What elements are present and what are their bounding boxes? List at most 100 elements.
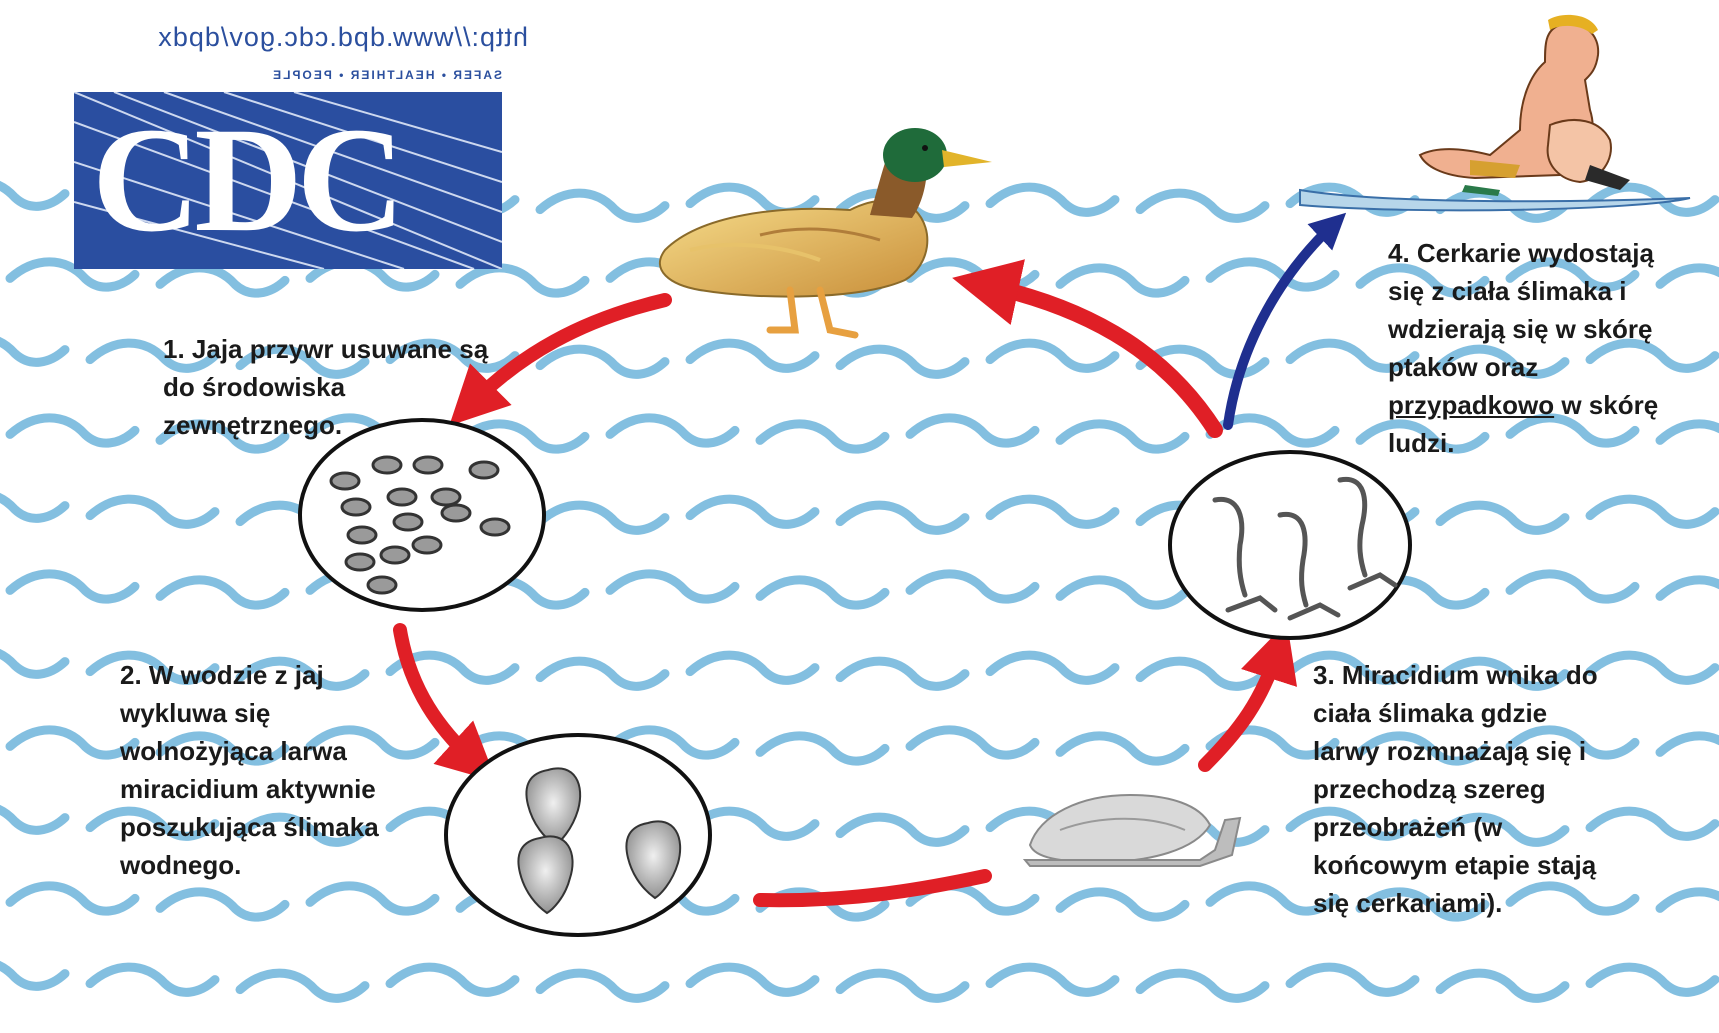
step-2-line: 2. W wodzie z jaj: [120, 656, 379, 694]
wave-stroke: [1440, 505, 1565, 530]
wave-stroke: [1060, 424, 1185, 449]
wave-stroke: [990, 967, 1115, 992]
wave-stroke: [540, 505, 665, 530]
step-1-label: 1. Jaja przywr usuwane są do środowiska …: [163, 330, 488, 444]
wave-stroke: [690, 499, 815, 524]
egg-icon: [470, 462, 498, 478]
wave-stroke: [990, 343, 1115, 368]
step-4-line: ludzi.: [1388, 424, 1658, 462]
egg-icon: [373, 457, 401, 473]
wave-stroke: [910, 730, 1035, 755]
wave-stroke: [10, 886, 135, 911]
egg-icon: [342, 499, 370, 515]
wave-stroke: [1140, 193, 1265, 218]
wave-stroke: [90, 499, 215, 524]
wave-stroke: [610, 418, 735, 443]
wave-stroke: [1590, 967, 1715, 992]
arrow-cercariae-to-humans: [1228, 225, 1333, 425]
wave-stroke: [0, 493, 65, 518]
cercariae-circle: [1170, 452, 1410, 638]
wave-stroke: [0, 805, 65, 830]
wave-stroke: [540, 349, 665, 374]
wave-stroke: [460, 268, 585, 293]
egg-icon: [414, 457, 442, 473]
wave-stroke: [10, 574, 135, 599]
wave-stroke: [90, 967, 215, 992]
step-2-line: wolnożyjąca larwa: [120, 732, 379, 770]
wave-stroke: [10, 730, 135, 755]
step-2-line: wodnego.: [120, 846, 379, 884]
egg-icon: [346, 554, 374, 570]
wave-stroke: [0, 181, 65, 206]
egg-icon: [331, 473, 359, 489]
wave-stroke: [840, 661, 965, 686]
egg-icon: [381, 547, 409, 563]
wave-stroke: [840, 505, 965, 530]
step-3-label: 3. Miracidium wnika do ciała ślimaka gdz…: [1313, 656, 1598, 922]
wave-stroke: [0, 961, 65, 986]
egg-icon: [481, 519, 509, 535]
step-4-line: ptaków oraz: [1388, 348, 1658, 386]
miracidia-circle: [446, 735, 710, 935]
egg-icon: [348, 527, 376, 543]
wave-stroke: [840, 817, 965, 842]
step-1-line: zewnętrznego.: [163, 406, 488, 444]
wave-stroke: [1660, 424, 1719, 449]
wave-stroke: [10, 418, 135, 443]
step-3-line: końcowym etapie stają: [1313, 846, 1598, 884]
wave-stroke: [160, 892, 285, 917]
step-3-line: ciała ślimaka gdzie: [1313, 694, 1598, 732]
wave-stroke: [160, 580, 285, 605]
step-4-line: się z ciała ślimaka i: [1388, 272, 1658, 310]
wave-stroke: [1290, 967, 1415, 992]
wave-stroke: [240, 973, 365, 998]
wave-stroke: [760, 580, 885, 605]
wave-stroke: [690, 967, 815, 992]
wave-stroke: [910, 262, 1035, 287]
eggs-circle: [300, 420, 544, 610]
logo-name: CDC: [92, 100, 399, 260]
wave-stroke: [540, 661, 665, 686]
wave-stroke: [990, 499, 1115, 524]
step-2-line: wykluwa się: [120, 694, 379, 732]
swimmers-icon: [1300, 15, 1690, 210]
arrow-snail-to-cercariae: [1205, 650, 1278, 765]
egg-icon: [413, 537, 441, 553]
step-4-line-rest: w skórę: [1554, 390, 1658, 420]
step-2-line: miracidium aktywnie: [120, 770, 379, 808]
step-4-underlined-word: przypadkowo: [1388, 390, 1554, 420]
wave-stroke: [1510, 574, 1635, 599]
wave-stroke: [760, 736, 885, 761]
egg-icon: [368, 577, 396, 593]
arrow-cercariae-to-duck: [985, 285, 1215, 430]
wave-stroke: [1660, 892, 1719, 917]
wave-stroke: [0, 337, 65, 362]
egg-icon: [442, 505, 470, 521]
wave-stroke: [1060, 268, 1185, 293]
wave-stroke: [1140, 973, 1265, 998]
egg-icon: [432, 489, 460, 505]
cdc-logo: CDC: [74, 92, 502, 269]
wave-stroke: [0, 649, 65, 674]
wave-stroke: [540, 973, 665, 998]
step-2-line: poszukująca ślimaka: [120, 808, 379, 846]
step-1-line: 1. Jaja przywr usuwane są: [163, 330, 488, 368]
wave-stroke: [1060, 580, 1185, 605]
egg-icon: [394, 514, 422, 530]
wave-stroke: [1210, 262, 1335, 287]
wave-stroke: [1660, 580, 1719, 605]
duck-icon: [660, 128, 992, 335]
wave-stroke: [310, 886, 435, 911]
step-3-line: przeobrażeń (w: [1313, 808, 1598, 846]
wave-stroke: [1140, 661, 1265, 686]
wave-stroke: [690, 655, 815, 680]
wave-stroke: [1060, 892, 1185, 917]
wave-stroke: [910, 574, 1035, 599]
step-1-line: do środowiska: [163, 368, 488, 406]
wave-stroke: [690, 343, 815, 368]
wave-stroke: [990, 187, 1115, 212]
wave-stroke: [840, 349, 965, 374]
wave-stroke: [990, 655, 1115, 680]
step-4-line: przypadkowo w skórę: [1388, 386, 1658, 424]
